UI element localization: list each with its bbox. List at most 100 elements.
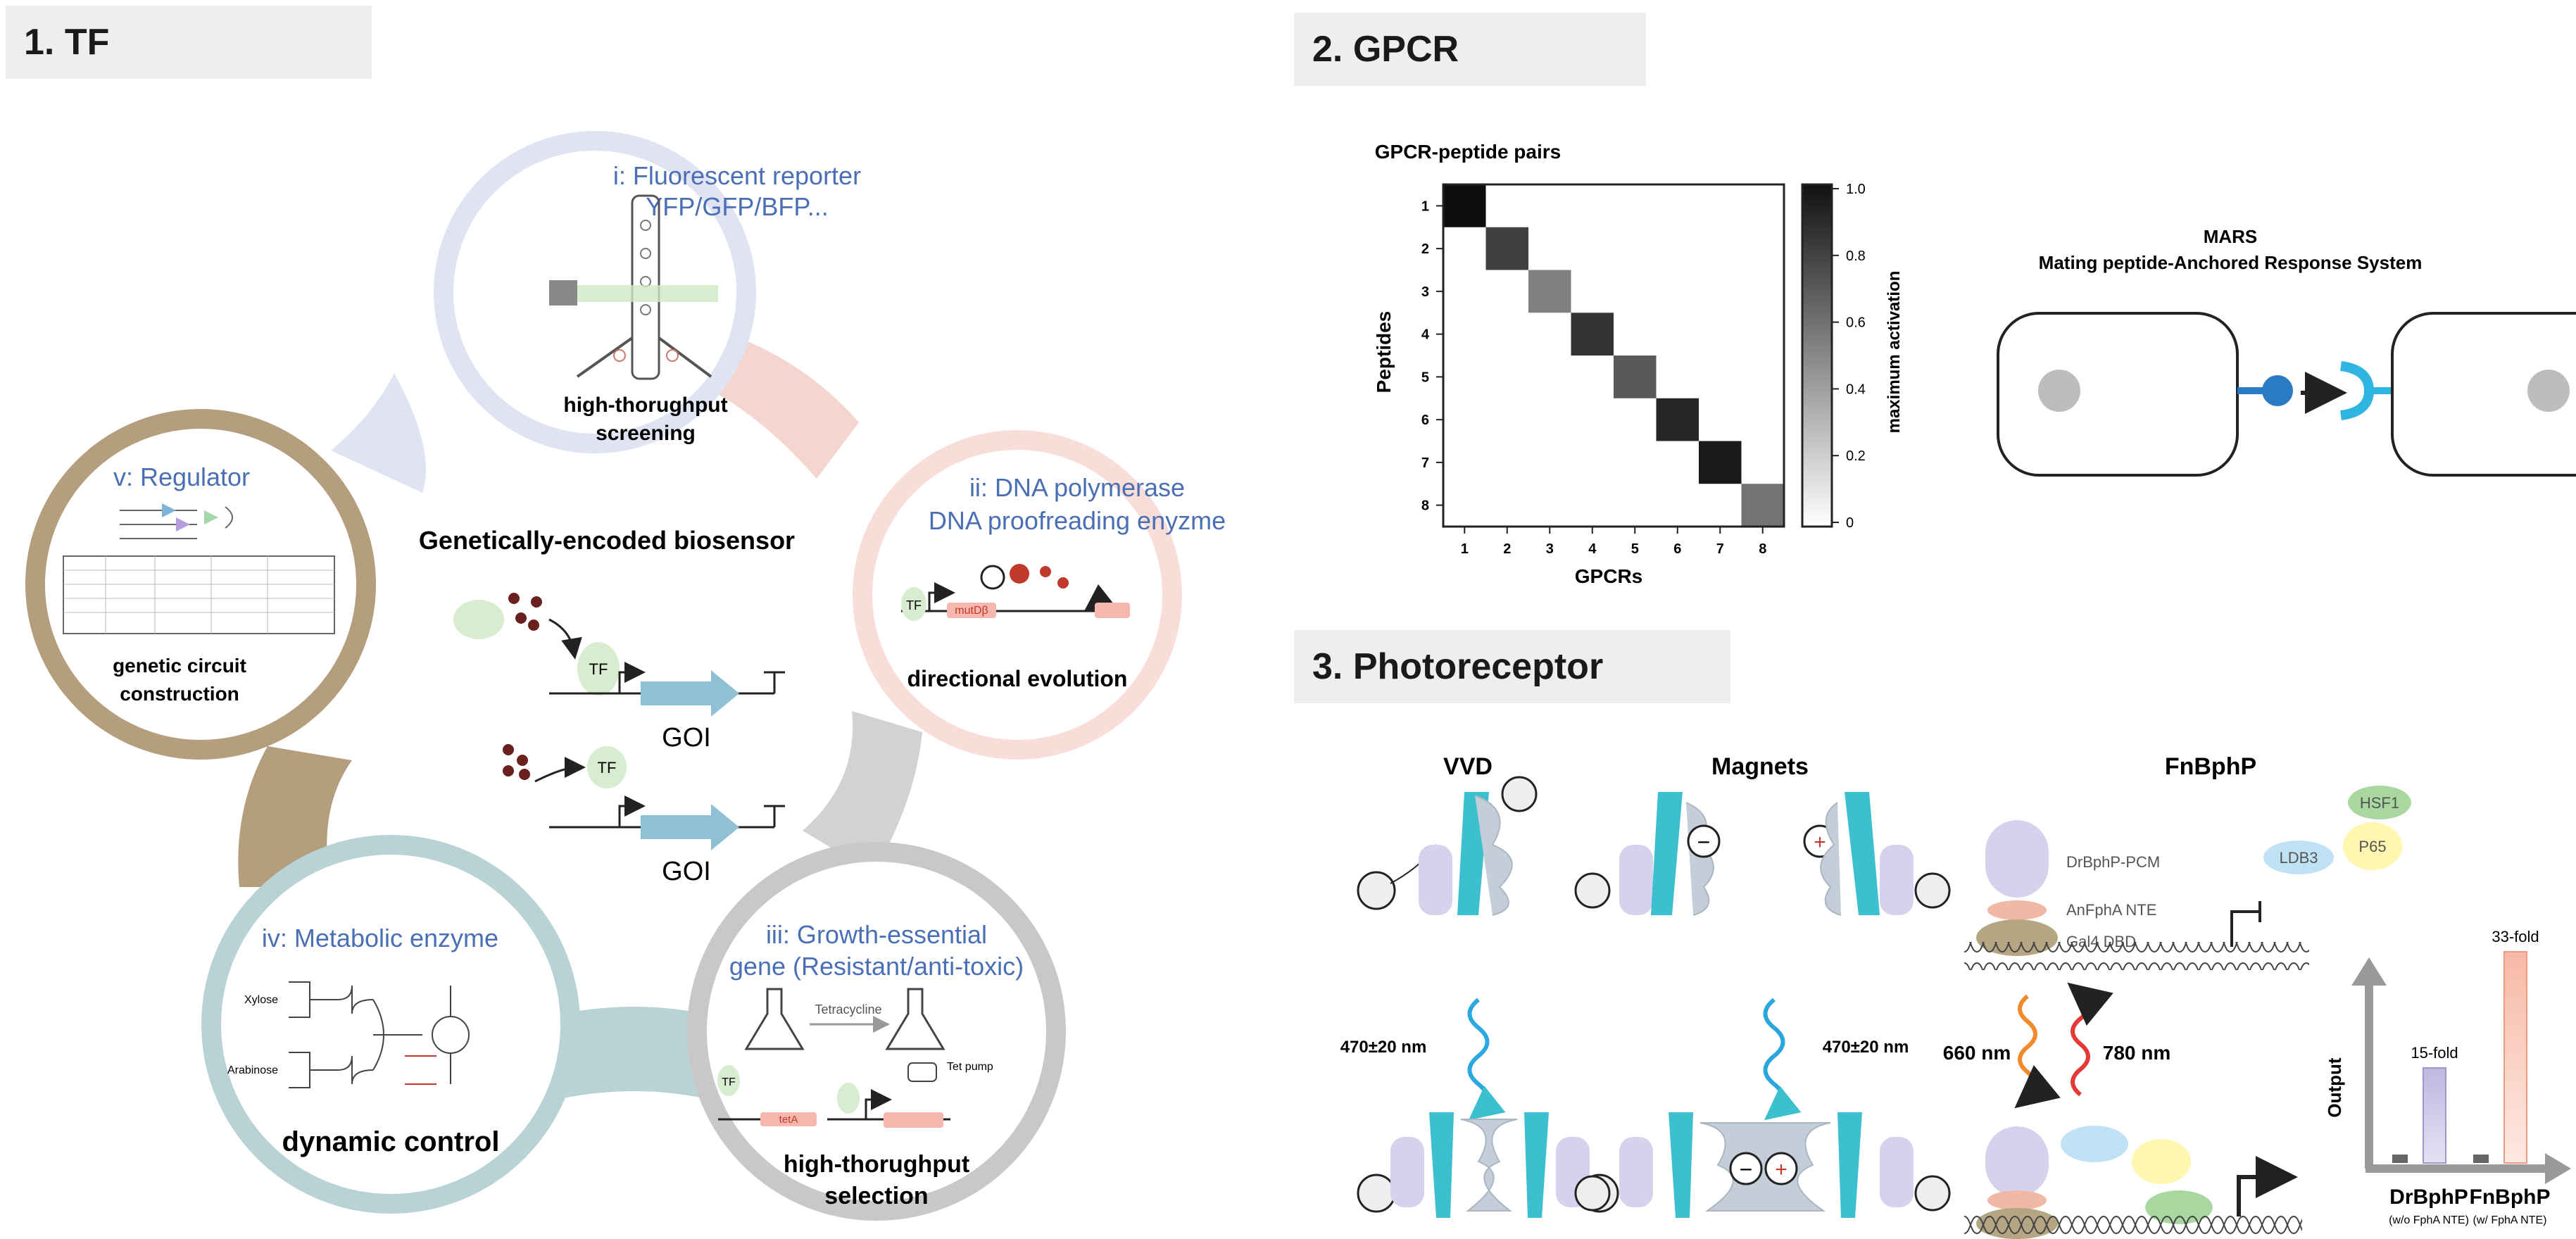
biosensor-lower-construct: TF GOI xyxy=(503,744,785,886)
ring-polymerase xyxy=(853,430,1182,760)
heatmap-y-tick: 5 xyxy=(1421,370,1429,385)
colorbar-ticks: 1.00.80.60.40.20 xyxy=(1832,182,1866,531)
heatmap-x-tick: 5 xyxy=(1631,541,1639,557)
tf-flower: i: Fluorescent reporter YFP/GFP/BFP... h… xyxy=(25,131,1226,1221)
biosensor-upper-construct: TF GOI xyxy=(453,593,785,753)
heatmap-y-tick: 3 xyxy=(1421,284,1429,300)
magnets-wavelength: 470±20 nm xyxy=(1823,1038,1909,1057)
mars-title: MARS xyxy=(2204,226,2258,247)
heatmap-cell xyxy=(1571,313,1614,356)
colorbar-tick-label: 1.0 xyxy=(1846,182,1866,197)
output-bar xyxy=(2423,1067,2446,1164)
heatmap-cell xyxy=(1741,484,1784,527)
heatmap-cell xyxy=(1656,398,1699,441)
magnets-dimer: − + xyxy=(1574,1112,1951,1218)
magnets-minus-sign: − xyxy=(1697,829,1711,855)
heatmap-x-tick: 7 xyxy=(1716,541,1724,557)
output-bar-name: DrBphP xyxy=(2389,1185,2468,1209)
light-wave-780 xyxy=(2067,982,2113,1097)
ldb3-label: LDB3 xyxy=(2279,849,2318,867)
polymerase-mut-label: mutDβ xyxy=(955,605,988,617)
fnbphp-title: FnBphP xyxy=(2165,753,2256,780)
growth-tf-label-left: TF xyxy=(722,1076,736,1088)
growth-heading-1: iii: Growth-essential xyxy=(766,920,987,949)
colorbar-tick-label: 0.6 xyxy=(1846,315,1866,331)
polymerase-heading-1: ii: DNA polymerase xyxy=(969,473,1185,502)
output-bar-fold-label: 15-fold xyxy=(2411,1044,2458,1062)
ring-metabolic xyxy=(201,835,580,1214)
heatmap-y-tick: 1 xyxy=(1421,199,1429,214)
output-y-label: Output xyxy=(2324,1057,2345,1118)
heatmap-x-tick: 2 xyxy=(1503,541,1511,557)
heatmap-x-label: GPCRs xyxy=(1575,565,1642,587)
section-header-photoreceptor: 3. Photoreceptor xyxy=(1294,630,1730,703)
magnets-monomers: − + xyxy=(1574,792,1951,916)
cell-right xyxy=(2391,312,2576,477)
arabinose-label: Arabinose xyxy=(227,1064,278,1076)
receptor-cup xyxy=(2339,361,2375,420)
goi-label-upper: GOI xyxy=(662,723,711,753)
output-bar-note: (w/ FphA NTE) xyxy=(2473,1214,2547,1226)
section-header-gpcr: 2. GPCR xyxy=(1294,13,1646,86)
mars-subtitle: Mating peptide-Anchored Response System xyxy=(2039,252,2423,273)
photoreceptor-section: VVD 470±20 nm Magnets xyxy=(1340,753,2571,1239)
metabolic-heading: iv: Metabolic enzyme xyxy=(262,924,498,952)
connector-growth-metabolic xyxy=(563,1007,704,1098)
heatmap-x-tick: 6 xyxy=(1673,541,1681,557)
section-title-tf: 1. TF xyxy=(24,22,110,63)
nte-shape xyxy=(1987,900,2047,920)
microfluidic-icon xyxy=(549,194,718,380)
fnbphp-dark-state: DrBphP-PCM AnFphA NTE Gal4 DBD HSF1 P65 … xyxy=(1964,786,2411,970)
wavelength-660: 660 nm xyxy=(1943,1042,2011,1064)
mars-diagram xyxy=(1997,312,2576,477)
metabolic-circuit-diagram: Xylose Arabinose xyxy=(227,981,470,1088)
polymerase-diagram: TF mutDβ xyxy=(901,564,1130,621)
colorbar-tick-label: 0.2 xyxy=(1846,448,1866,464)
heatmap-y-tick: 8 xyxy=(1421,498,1429,514)
colorbar xyxy=(1801,183,1833,528)
section-header-tf: 1. TF xyxy=(6,6,372,79)
output-y-axis-arrow xyxy=(2351,957,2387,986)
dna-upper xyxy=(1964,942,2309,970)
heatmap-cell xyxy=(1443,184,1486,227)
magnets-dimer-minus-sign: − xyxy=(1740,1157,1753,1182)
nte-label: AnFphA NTE xyxy=(2066,901,2156,919)
magnets-dimer-plus-badge xyxy=(1764,1152,1798,1185)
output-bar-name: FnBphP xyxy=(2470,1185,2551,1209)
heatmap-cell xyxy=(1614,356,1657,398)
output-bar-baseline xyxy=(2473,1155,2489,1163)
nucleus-right xyxy=(2527,370,2570,412)
vvd-monomer xyxy=(1357,776,1538,916)
growth-heading-2: gene (Resistant/anti-toxic) xyxy=(729,952,1024,981)
reporter-caption-1: high-thorughput xyxy=(563,394,727,417)
tetracycline-label: Tetracycline xyxy=(815,1002,881,1017)
regulator-caption-2: construction xyxy=(120,683,239,705)
flask-icon-left xyxy=(744,988,805,1050)
heatmap-y-label: Peptides xyxy=(1373,311,1395,394)
heatmap-y-tick: 2 xyxy=(1421,241,1429,257)
promoter-on xyxy=(2237,1156,2298,1216)
flask-icon-right xyxy=(885,988,945,1050)
tf-label-upper: TF xyxy=(589,660,608,678)
p65-shape xyxy=(2343,822,2402,870)
ldb3-shape xyxy=(2263,841,2334,874)
heatmap-x-tick: 3 xyxy=(1546,541,1554,557)
reporter-heading-2: YFP/GFP/BFP... xyxy=(646,192,828,221)
vvd-wavelength: 470±20 nm xyxy=(1340,1038,1427,1057)
heatmap-cell xyxy=(1528,270,1571,313)
output-bar-baseline xyxy=(2392,1155,2408,1163)
nucleus-left xyxy=(2038,370,2080,412)
colorbar-tick-label: 0 xyxy=(1846,515,1854,531)
magnets-light-wave xyxy=(1763,998,1802,1121)
cell-left xyxy=(1997,312,2239,477)
regulator-heading: v: Regulator xyxy=(113,463,250,491)
polymerase-caption: directional evolution xyxy=(907,666,1128,691)
growth-caption-2: selection xyxy=(824,1183,928,1209)
connector-polymerase-growth xyxy=(803,711,922,873)
p65-label: P65 xyxy=(2358,838,2386,855)
